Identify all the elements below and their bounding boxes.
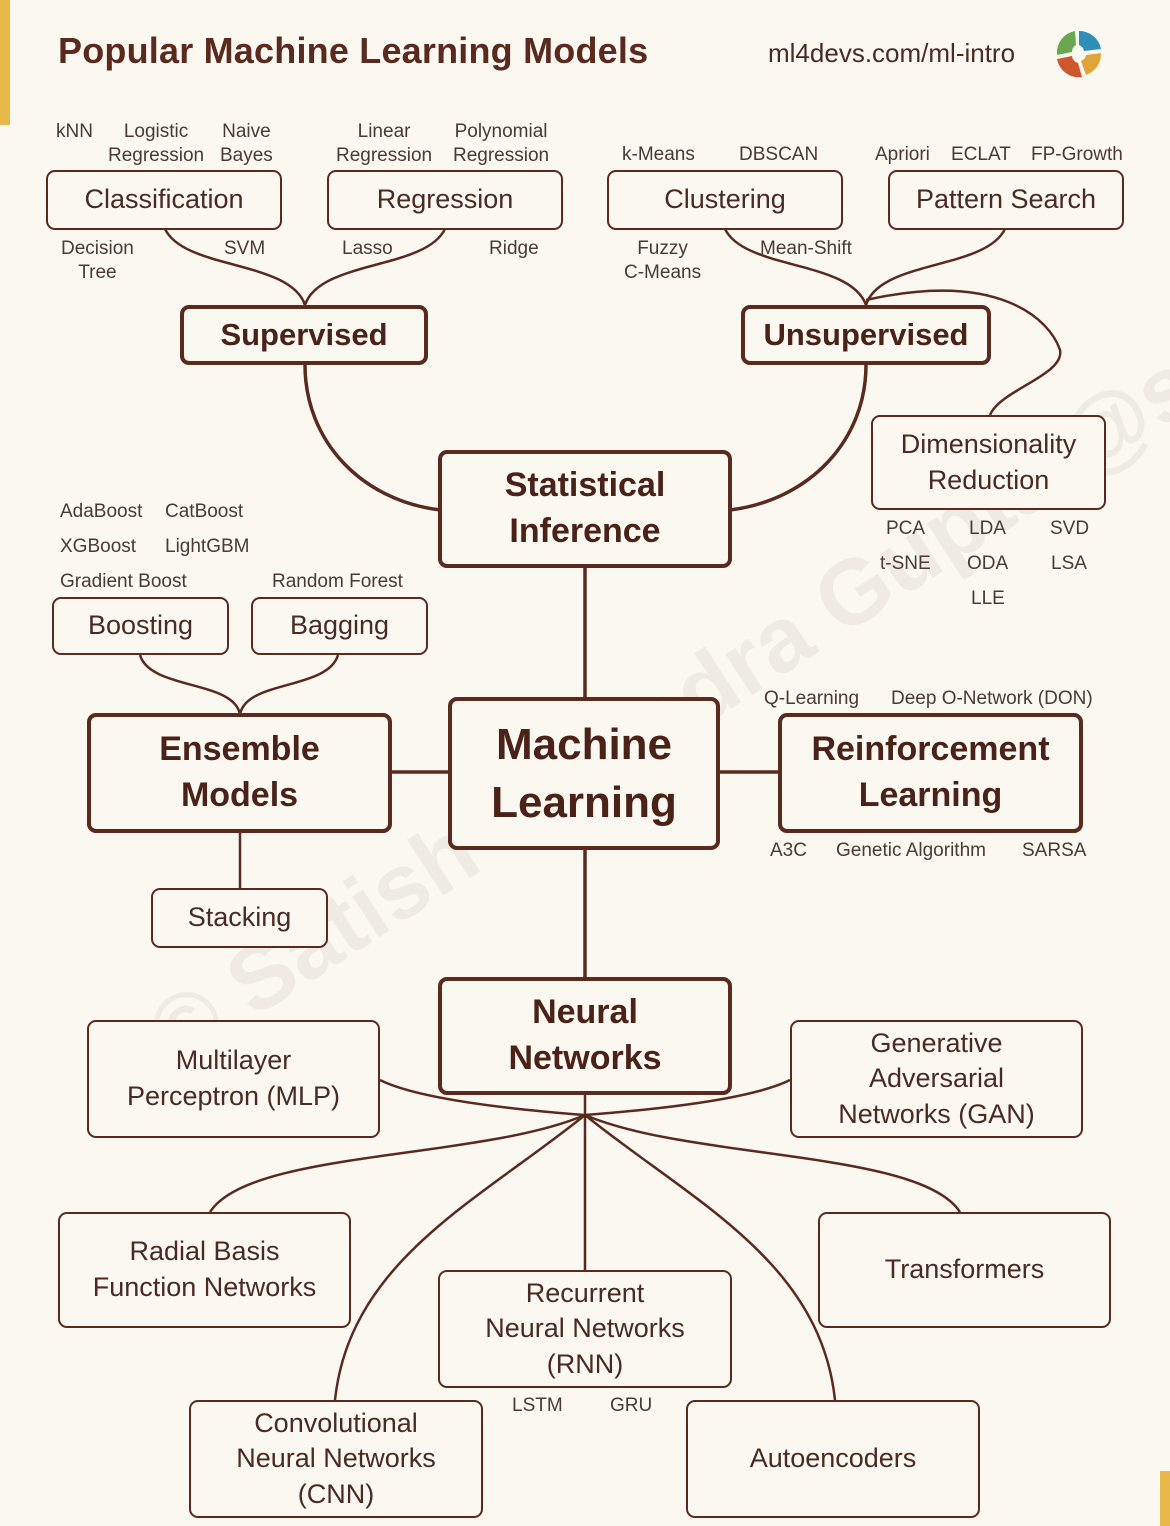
label-fuzzy-cmeans: Fuzzy C-Means [624, 238, 702, 283]
label-svm: SVM [224, 238, 266, 259]
gan-node: Generative Adversarial Networks (GAN) [790, 1020, 1083, 1138]
label-polynomial-regression: Polynomial Regression [453, 121, 550, 166]
statistical-inference-node: Statistical Inference [438, 450, 732, 568]
rnn-node: Recurrent Neural Networks (RNN) [438, 1270, 732, 1388]
ml4devs-logo-icon [1056, 30, 1102, 78]
label-oda: ODA [967, 553, 1009, 574]
label-fp-growth: FP-Growth [1031, 144, 1123, 165]
label-knn: kNN [56, 121, 93, 142]
accent-bar-right [1160, 1471, 1170, 1526]
label-q-learning: Q-Learning [764, 688, 860, 709]
label-linear-regression: Linear Regression [336, 121, 433, 166]
label-pca: PCA [886, 518, 926, 539]
label-svd: SVD [1050, 518, 1090, 539]
pattern-search-node: Pattern Search [888, 170, 1124, 230]
label-kmeans: k-Means [622, 144, 695, 165]
label-lasso: Lasso [342, 238, 393, 259]
label-gradient-boost: Gradient Boost [60, 571, 187, 592]
label-dqn: Deep O-Network (DON) [891, 688, 1093, 709]
regression-node: Regression [327, 170, 563, 230]
transformers-node: Transformers [818, 1212, 1111, 1328]
label-lstm: LSTM [512, 1395, 563, 1416]
label-apriori: Apriori [875, 144, 930, 165]
site-url: ml4devs.com/ml-intro [768, 38, 1016, 68]
label-a3c: A3C [770, 840, 807, 861]
ensemble-models-node: Ensemble Models [87, 713, 392, 833]
label-decision-tree: Decision Tree [61, 238, 134, 283]
label-gru: GRU [610, 1395, 653, 1416]
label-ridge: Ridge [489, 238, 539, 259]
dimensionality-reduction-node: Dimensionality Reduction [871, 415, 1106, 510]
stacking-node: Stacking [151, 888, 328, 948]
rbf-node: Radial Basis Function Networks [58, 1212, 351, 1328]
machine-learning-node: Machine Learning [448, 697, 720, 850]
bagging-node: Bagging [251, 597, 428, 655]
label-lle: LLE [971, 588, 1005, 609]
page-title: Popular Machine Learning Models [58, 30, 649, 71]
unsupervised-node: Unsupervised [741, 305, 991, 365]
boosting-node: Boosting [52, 597, 229, 655]
cnn-node: Convolutional Neural Networks (CNN) [189, 1400, 483, 1518]
label-tsne: t-SNE [880, 553, 931, 574]
label-xgboost: XGBoost [60, 536, 137, 557]
label-eclat: ECLAT [951, 144, 1011, 165]
label-genetic-algorithm: Genetic Algorithm [836, 840, 986, 861]
autoencoders-node: Autoencoders [686, 1400, 980, 1518]
label-catboost: CatBoost [165, 501, 244, 522]
label-mean-shift: Mean-Shift [760, 238, 852, 259]
label-sarsa: SARSA [1022, 840, 1087, 861]
label-lda: LDA [969, 518, 1006, 539]
label-naive-bayes: Naive Bayes [220, 121, 273, 166]
classification-node: Classification [46, 170, 282, 230]
label-random-forest: Random Forest [272, 571, 403, 592]
reinforcement-learning-node: Reinforcement Learning [778, 713, 1083, 833]
clustering-node: Clustering [607, 170, 843, 230]
label-lsa: LSA [1051, 553, 1087, 574]
label-logistic-regression: Logistic Regression [108, 121, 205, 166]
supervised-node: Supervised [180, 305, 428, 365]
label-lightgbm: LightGBM [165, 536, 250, 557]
accent-bar-left [0, 0, 10, 125]
label-dbscan: DBSCAN [739, 144, 819, 165]
label-adaboost: AdaBoost [60, 501, 143, 522]
mlp-node: Multilayer Perceptron (MLP) [87, 1020, 380, 1138]
neural-networks-node: Neural Networks [438, 977, 732, 1095]
